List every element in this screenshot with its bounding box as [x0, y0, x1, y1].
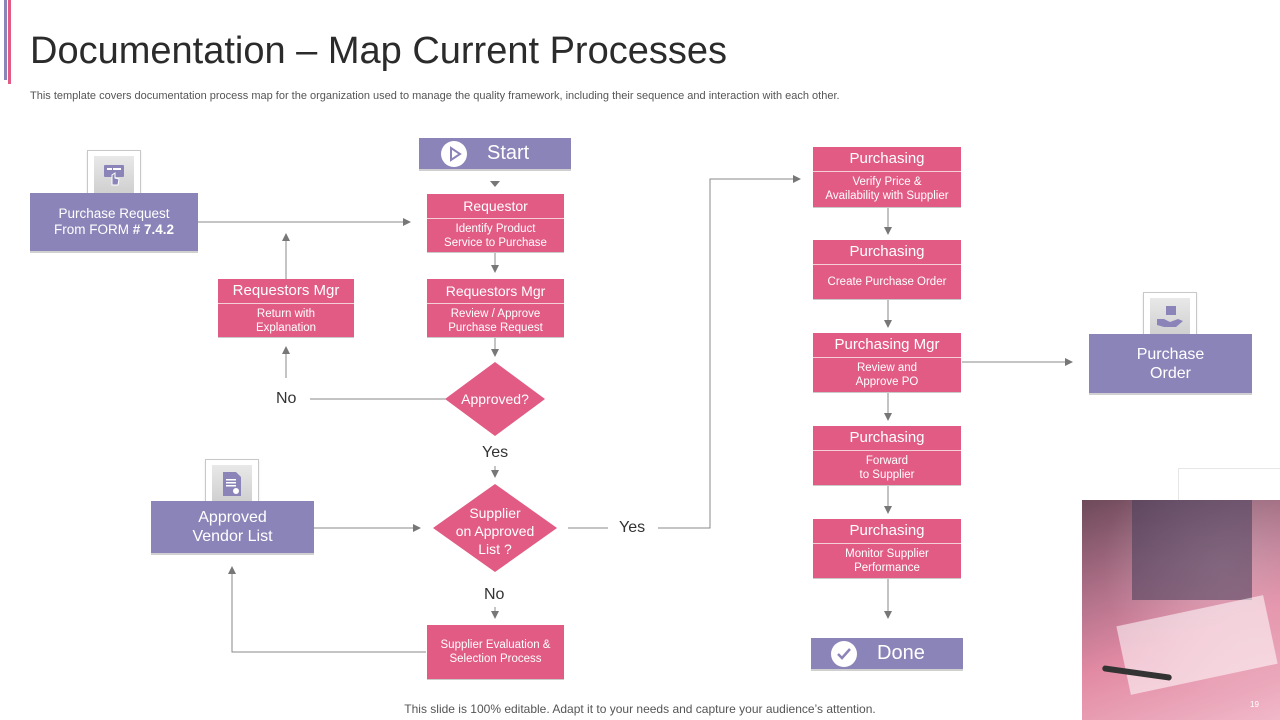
- requestors-mgr-review-body2: Purchase Request: [448, 322, 543, 334]
- approved-diamond: [445, 362, 545, 436]
- requestors-mgr-return-body2: Explanation: [255, 322, 317, 334]
- purchasing-monitor-head: Purchasing: [813, 519, 961, 544]
- purchase-request-form-number: # 7.4.2: [132, 222, 175, 237]
- supplier-decision-line1: Supplier: [469, 505, 521, 521]
- purchase-request-box: Purchase Request From FORM # 7.4.2: [30, 193, 198, 253]
- purchasing-verify-body1: Verify Price &: [852, 176, 922, 188]
- vendor-list-line1: Approved: [198, 509, 267, 526]
- requestors-mgr-review-body1: Review / Approve: [450, 308, 541, 320]
- connector-eval-to-vendor: [228, 566, 426, 653]
- yes-down-label: Yes: [482, 444, 509, 461]
- vendor-list-icon-frame: [205, 459, 259, 509]
- title-accent-bar: [4, 0, 11, 84]
- play-icon: [441, 140, 467, 167]
- purchasing-forward-head: Purchasing: [813, 426, 961, 451]
- purchase-request-line1: Purchase Request: [58, 206, 170, 221]
- requestor-head: Requestor: [427, 194, 564, 219]
- done-terminal: Done: [811, 638, 963, 671]
- supplier-evaluation-line2: Selection Process: [449, 653, 542, 665]
- connector-yes-to-purchasing: [658, 175, 801, 529]
- purchasing-mgr-body1: Review and: [856, 362, 918, 374]
- approved-label: Approved?: [461, 391, 529, 407]
- check-icon: [831, 640, 857, 667]
- page-subtitle: This template covers documentation proce…: [30, 90, 840, 102]
- purchasing-monitor-body1: Monitor Supplier: [845, 548, 929, 560]
- purchasing-forward-body2: to Supplier: [859, 469, 915, 481]
- done-label: Done: [877, 642, 925, 664]
- supplier-decision-line3: List ?: [478, 541, 512, 557]
- business-photo: [1082, 500, 1280, 720]
- yes-right-label: Yes: [619, 519, 646, 536]
- start-down-arrowhead: [490, 181, 500, 187]
- purchase-request-line2-prefix: From FORM: [53, 222, 133, 237]
- purchasing-mgr-body2: Approve PO: [855, 376, 919, 388]
- purchasing-monitor-body2: Performance: [854, 562, 920, 574]
- purchasing-verify-body2: Availability with Supplier: [825, 190, 949, 202]
- document-icon: [212, 465, 252, 503]
- no-down-label: No: [484, 586, 505, 603]
- footer-text: This slide is 100% editable. Adapt it to…: [404, 702, 876, 716]
- photo-frame-notch: [1178, 468, 1280, 501]
- supplier-evaluation-line1: Supplier Evaluation &: [440, 639, 551, 651]
- form-hand-icon: [94, 156, 134, 194]
- purchase-request-icon-frame: [87, 150, 141, 200]
- purchase-order-line1: Purchase: [1136, 345, 1205, 363]
- approved-vendor-list-box: Approved Vendor List: [151, 501, 314, 555]
- purchasing-create-box: Purchasing Create Purchase Order: [813, 240, 961, 300]
- hand-box-icon: [1150, 298, 1190, 336]
- page-title: Documentation – Map Current Processes: [30, 30, 727, 72]
- start-terminal: Start: [419, 138, 571, 171]
- requestor-body1: Identify Product: [455, 223, 536, 235]
- no-left-label: No: [276, 390, 297, 407]
- page-number: 19: [1250, 700, 1259, 709]
- purchasing-mgr-head: Purchasing Mgr: [813, 333, 961, 358]
- purchase-order-line2: Order: [1150, 364, 1191, 382]
- supplier-evaluation-box: Supplier Evaluation & Selection Process: [427, 625, 564, 680]
- purchasing-forward-body1: Forward: [865, 455, 909, 467]
- supplier-decision-line2: on Approved: [455, 523, 535, 539]
- purchase-order-icon-frame: [1143, 292, 1197, 342]
- requestors-mgr-return-head: Requestors Mgr: [218, 279, 354, 304]
- purchasing-create-head: Purchasing: [813, 240, 961, 265]
- requestors-mgr-return-body1: Return with: [256, 308, 316, 320]
- purchase-order-box: Purchase Order: [1089, 334, 1252, 395]
- purchasing-verify-box: Purchasing Verify Price & Availability wi…: [813, 147, 961, 208]
- supplier-decision-diamond: [433, 484, 557, 572]
- purchasing-verify-head: Purchasing: [813, 147, 961, 172]
- requestor-body2: Service to Purchase: [444, 237, 547, 249]
- requestors-mgr-review-head: Requestors Mgr: [427, 279, 564, 304]
- purchasing-create-body1: Create Purchase Order: [827, 276, 947, 288]
- start-label: Start: [487, 142, 530, 164]
- vendor-list-line2: Vendor List: [192, 528, 273, 545]
- purchasing-forward-box: Purchasing Forward to Supplier: [813, 426, 961, 486]
- supplier-decision-label: Supplier on Approved List ?: [445, 504, 545, 558]
